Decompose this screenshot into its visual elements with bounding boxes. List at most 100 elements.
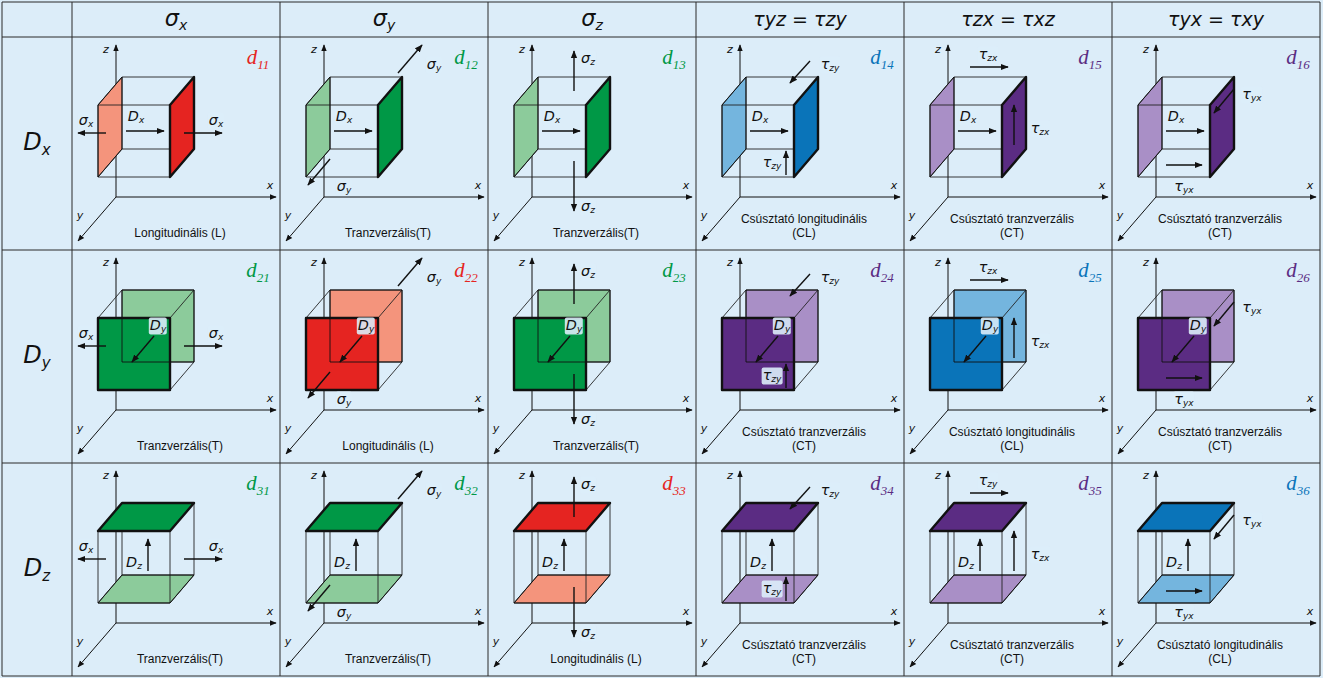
axis-arrow <box>78 623 116 667</box>
cube-edge <box>378 531 379 603</box>
coefficient-label: d31 <box>246 473 269 496</box>
cube-edge <box>722 531 723 603</box>
mode-caption: Longitudinális (L) <box>110 227 250 241</box>
stress-label: σy <box>336 392 352 409</box>
axis-label: y <box>1117 423 1124 434</box>
electrode-face <box>98 503 194 531</box>
mode-caption: Csúsztató longitudinális (CL) <box>734 213 874 241</box>
grid-line <box>2 2 1320 3</box>
cube-edge <box>586 362 610 390</box>
axis-label: z <box>935 470 941 481</box>
cube-edge <box>1138 105 1210 106</box>
cube-edge <box>722 290 746 318</box>
cube-figure <box>1118 258 1316 454</box>
axis-label: x <box>1099 606 1106 617</box>
axis-label: z <box>103 470 109 481</box>
column-header-cell: σx <box>72 2 280 37</box>
cube-edge <box>1026 503 1027 575</box>
stress-label: σz <box>580 199 596 216</box>
displacement-arrow <box>334 130 372 131</box>
cube-edge <box>1210 362 1234 390</box>
electrode-face <box>170 77 194 177</box>
axis-label: y <box>701 636 708 647</box>
stress-arrow <box>184 132 222 133</box>
cube-figure <box>286 258 484 454</box>
displacement-arrow <box>132 336 154 362</box>
cube-face-outline <box>1162 290 1234 362</box>
cube-edge <box>722 177 794 178</box>
cube-edge <box>1162 77 1234 78</box>
axis-label: x <box>1307 180 1314 191</box>
stress-arrow <box>573 587 574 637</box>
coefficient-label: d24 <box>870 260 893 283</box>
coefficient-cell: d33zxyDzσzσzLongitudinális (L) <box>488 463 696 676</box>
column-header-cell: τyx = τxy <box>1112 2 1320 37</box>
column-header: σz <box>581 7 603 32</box>
axis-arrow <box>116 623 276 624</box>
stress-arrow <box>398 45 422 73</box>
axis-label: x <box>475 393 482 404</box>
coefficient-cell: d12zxyDxσyσyTranzverzális(T) <box>280 37 488 250</box>
axis-arrow <box>910 197 948 241</box>
axis-arrow <box>1118 197 1156 241</box>
axis-label: z <box>311 44 317 55</box>
grid-line <box>696 2 697 676</box>
mode-caption: Tranzverzális(T) <box>110 440 250 454</box>
displacement-label: Dx <box>127 109 145 126</box>
axis-arrow <box>702 410 740 454</box>
coefficient-cell: d32zxyDzσyσyTranzverzális(T) <box>280 463 488 676</box>
stress-label: σy <box>426 483 442 500</box>
displacement-arrow <box>771 539 772 571</box>
cube-edge <box>794 531 795 603</box>
cube-edge <box>306 105 378 106</box>
stress-arrow <box>573 374 574 424</box>
stress-arrow <box>1166 377 1202 378</box>
axis-label: y <box>493 210 500 221</box>
coefficient-cell: d21zxyDyσxσxTranzverzális(T) <box>72 250 280 463</box>
cube-figure <box>910 258 1108 454</box>
column-header: τyz = τzy <box>753 10 846 29</box>
cube-edge <box>930 290 954 318</box>
coefficient-cell: d15zxyDxτzxτzxCsúsztató tranzverzális (C… <box>904 37 1112 250</box>
stress-label: σy <box>426 270 442 287</box>
stress-arrow <box>78 558 106 559</box>
axis-label: z <box>311 257 317 268</box>
coefficient-label: d25 <box>1078 260 1101 283</box>
cube-face-outline <box>722 77 746 177</box>
cube-face <box>722 77 746 177</box>
mode-caption: Tranzverzális(T) <box>318 227 458 241</box>
stress-arrow <box>398 258 422 286</box>
cube-edge <box>1002 531 1003 603</box>
stress-arrow <box>1013 318 1014 358</box>
coefficient-label: d33 <box>662 473 685 496</box>
stress-label: τzy <box>762 581 783 598</box>
displacement-arrow <box>756 336 778 362</box>
cube-edge <box>306 531 307 603</box>
axis-arrow <box>740 197 900 198</box>
stress-arrow <box>785 151 786 175</box>
stress-label: τzy <box>762 155 783 172</box>
axis-label: z <box>727 470 733 481</box>
stress-label: σy <box>426 57 442 74</box>
axis-label: z <box>519 44 525 55</box>
coefficient-cell: d22zxyDyσyσyLongitudinális (L) <box>280 250 488 463</box>
axis-arrow <box>1156 197 1316 198</box>
cube-face-outline <box>98 77 122 177</box>
cube-figure <box>494 45 692 241</box>
axis-arrow <box>324 410 484 411</box>
cube-edge <box>1002 362 1026 390</box>
cube-edge <box>122 77 194 78</box>
stress-arrow <box>398 471 422 499</box>
axis-label: x <box>683 606 690 617</box>
cube-face <box>1138 77 1162 177</box>
mode-caption: Longitudinális (L) <box>526 653 666 667</box>
axis-arrow <box>948 623 1108 624</box>
cube-face <box>722 575 818 603</box>
stress-label: τzy <box>820 483 841 500</box>
displacement-label: Dy <box>149 318 167 335</box>
stress-label: τzx <box>1030 121 1051 138</box>
cube-edge <box>818 503 819 575</box>
column-header: τzx = τxz <box>961 10 1054 29</box>
mode-caption: Csúsztató tranzverzális (CT) <box>942 639 1082 667</box>
